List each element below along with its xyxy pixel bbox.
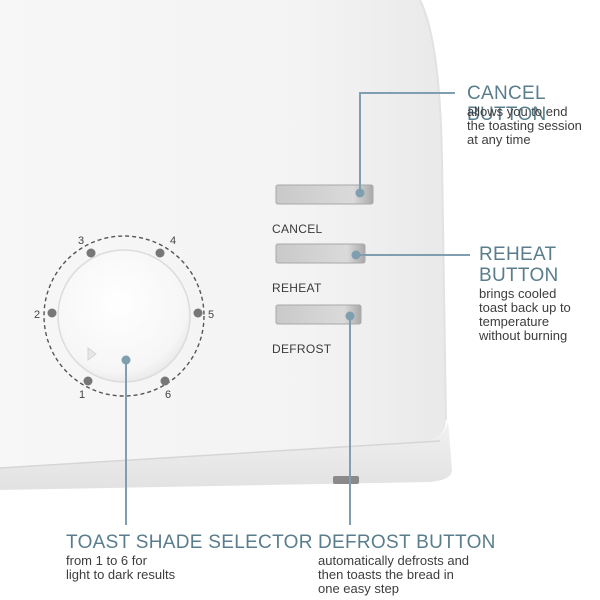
reheat-desc-line: temperature — [479, 314, 550, 329]
defrost-callout-title: DEFROST BUTTON — [318, 532, 496, 553]
shade-callout-title: TOAST SHADE SELECTOR — [66, 532, 313, 553]
reheat-callout-title: REHEAT BUTTON — [479, 244, 559, 286]
shade-desc-line: light to dark results — [66, 567, 176, 582]
cancel-desc-line: allows you to end — [467, 104, 568, 119]
dial-dot-6 — [160, 376, 170, 386]
dial-number-3: 3 — [77, 235, 85, 247]
reheat-desc-line: without burning — [479, 328, 568, 343]
reheat-button-label: REHEAT — [272, 281, 322, 295]
reheat-desc-line: brings cooled — [479, 286, 557, 301]
defrost-button-label: DEFROST — [272, 342, 332, 356]
shade-desc-line: from 1 to 6 for — [66, 553, 147, 568]
shade-leader-dot — [121, 355, 131, 365]
defrost-desc-line: automatically defrosts and — [318, 553, 470, 568]
defrost-callout-description: automatically defrosts and then toasts t… — [318, 554, 469, 596]
dial-dot-5 — [193, 308, 203, 318]
cancel-desc-line: at any time — [467, 132, 531, 147]
shade-callout-description: from 1 to 6 for light to dark results — [66, 554, 175, 582]
cancel-button — [275, 184, 374, 205]
reheat-title-line: REHEAT — [479, 244, 557, 265]
dial-dot-1 — [83, 376, 93, 386]
cancel-desc-line: the toasting session — [467, 118, 582, 133]
reheat-desc-line: toast back up to — [479, 300, 571, 315]
knob-pointer-mark — [87, 347, 97, 361]
cancel-callout-description: allows you to end the toasting session a… — [467, 105, 582, 147]
dial-number-2: 2 — [33, 309, 41, 321]
dial-number-6: 6 — [164, 389, 172, 401]
cancel-callout-title: CANCEL BUTTON — [467, 83, 547, 125]
dial-number-5: 5 — [207, 309, 215, 321]
toaster-foot — [333, 476, 359, 484]
reheat-leader-dot — [351, 250, 361, 260]
toaster-base — [0, 420, 452, 490]
dial-dot-4 — [155, 248, 165, 258]
cancel-button-label: CANCEL — [272, 222, 323, 236]
reheat-button — [275, 243, 366, 264]
dial-number-4: 4 — [169, 235, 177, 247]
dial-number-1: 1 — [78, 389, 86, 401]
reheat-callout-description: brings cooled toast back up to temperatu… — [479, 287, 571, 343]
toaster-body-edge — [419, 0, 447, 421]
defrost-desc-line: one easy step — [318, 581, 399, 596]
toast-shade-knob — [57, 249, 191, 383]
cancel-leader-line — [359, 92, 455, 193]
defrost-button — [275, 304, 362, 325]
dial-dot-2 — [47, 308, 57, 318]
toaster-body — [0, 0, 446, 468]
dial-ring — [43, 235, 205, 397]
reheat-title-line: BUTTON — [479, 265, 559, 286]
defrost-desc-line: then toasts the bread in — [318, 567, 454, 582]
cancel-leader-dot — [355, 188, 365, 198]
defrost-leader-dot — [345, 311, 355, 321]
dial-dot-3 — [86, 248, 96, 258]
dial-tick-dots — [47, 248, 203, 386]
